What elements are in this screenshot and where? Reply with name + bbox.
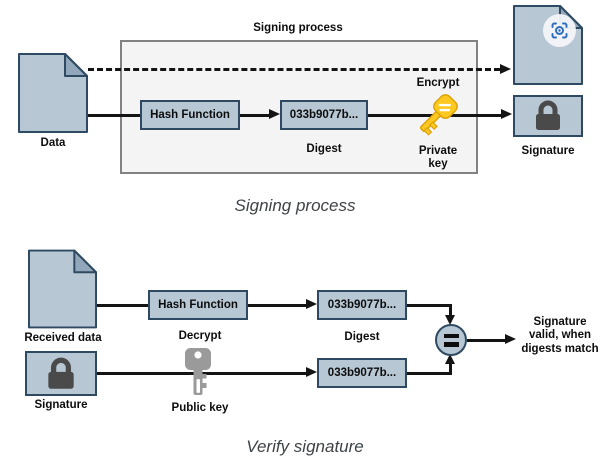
signing-caption: Signing process xyxy=(234,196,356,215)
arrowhead-right-icon xyxy=(501,109,512,119)
arrowhead-right-icon xyxy=(505,334,516,344)
private-key-label: Private key xyxy=(418,145,458,171)
arrowhead-right-icon xyxy=(269,109,280,119)
data-dashed-connector xyxy=(88,68,500,71)
signature-box xyxy=(513,95,583,137)
equals-to-result-connector xyxy=(467,339,507,342)
verify-caption: Verify signature xyxy=(246,437,364,456)
document-icon xyxy=(28,249,97,329)
digest-top-elbow-connector xyxy=(407,304,452,307)
arrowhead-down-icon xyxy=(445,315,455,325)
digest-bottom-elbow-connector xyxy=(449,362,452,374)
arrowhead-up-icon xyxy=(445,354,455,364)
decrypt-label: Decrypt xyxy=(178,330,222,342)
signature-label: Signature xyxy=(34,399,88,411)
padlock-icon xyxy=(536,100,560,130)
seal-badge-icon xyxy=(543,14,576,47)
hash-function-box: Hash Function xyxy=(148,290,248,320)
data-label: Data xyxy=(40,137,66,149)
digest-label: Digest xyxy=(344,331,380,343)
data-to-hash-connector xyxy=(88,114,140,117)
equals-icon xyxy=(435,324,467,356)
digest-label: Digest xyxy=(306,143,342,155)
signing-process-title: Signing process xyxy=(253,22,343,34)
public-key-icon xyxy=(185,348,211,395)
encrypt-label: Encrypt xyxy=(416,77,460,89)
arrowhead-right-icon xyxy=(500,64,511,74)
digest-box-top: 033b9077b... xyxy=(317,290,407,320)
padlock-icon xyxy=(48,357,74,389)
hash-function-box: Hash Function xyxy=(140,100,240,130)
verify-result-text: Signature valid, when digests match xyxy=(521,316,599,355)
public-key-label: Public key xyxy=(171,402,229,414)
arrowhead-right-icon xyxy=(306,367,317,377)
arrowhead-right-icon xyxy=(306,299,317,309)
digest-top-elbow-connector xyxy=(449,304,452,317)
hash-to-digest-connector xyxy=(240,114,270,117)
hash-to-digest-connector xyxy=(248,304,308,307)
private-key-icon xyxy=(412,90,461,139)
document-icon xyxy=(18,53,88,133)
signature-box xyxy=(25,351,97,396)
received-data-label: Received data xyxy=(24,332,102,344)
digest-box: 033b9077b... xyxy=(280,100,368,130)
received-to-hash-connector xyxy=(97,304,148,307)
digest-box-bottom: 033b9077b... xyxy=(317,358,407,388)
digest-bottom-elbow-connector xyxy=(407,372,452,375)
signature-label: Signature xyxy=(521,145,575,157)
